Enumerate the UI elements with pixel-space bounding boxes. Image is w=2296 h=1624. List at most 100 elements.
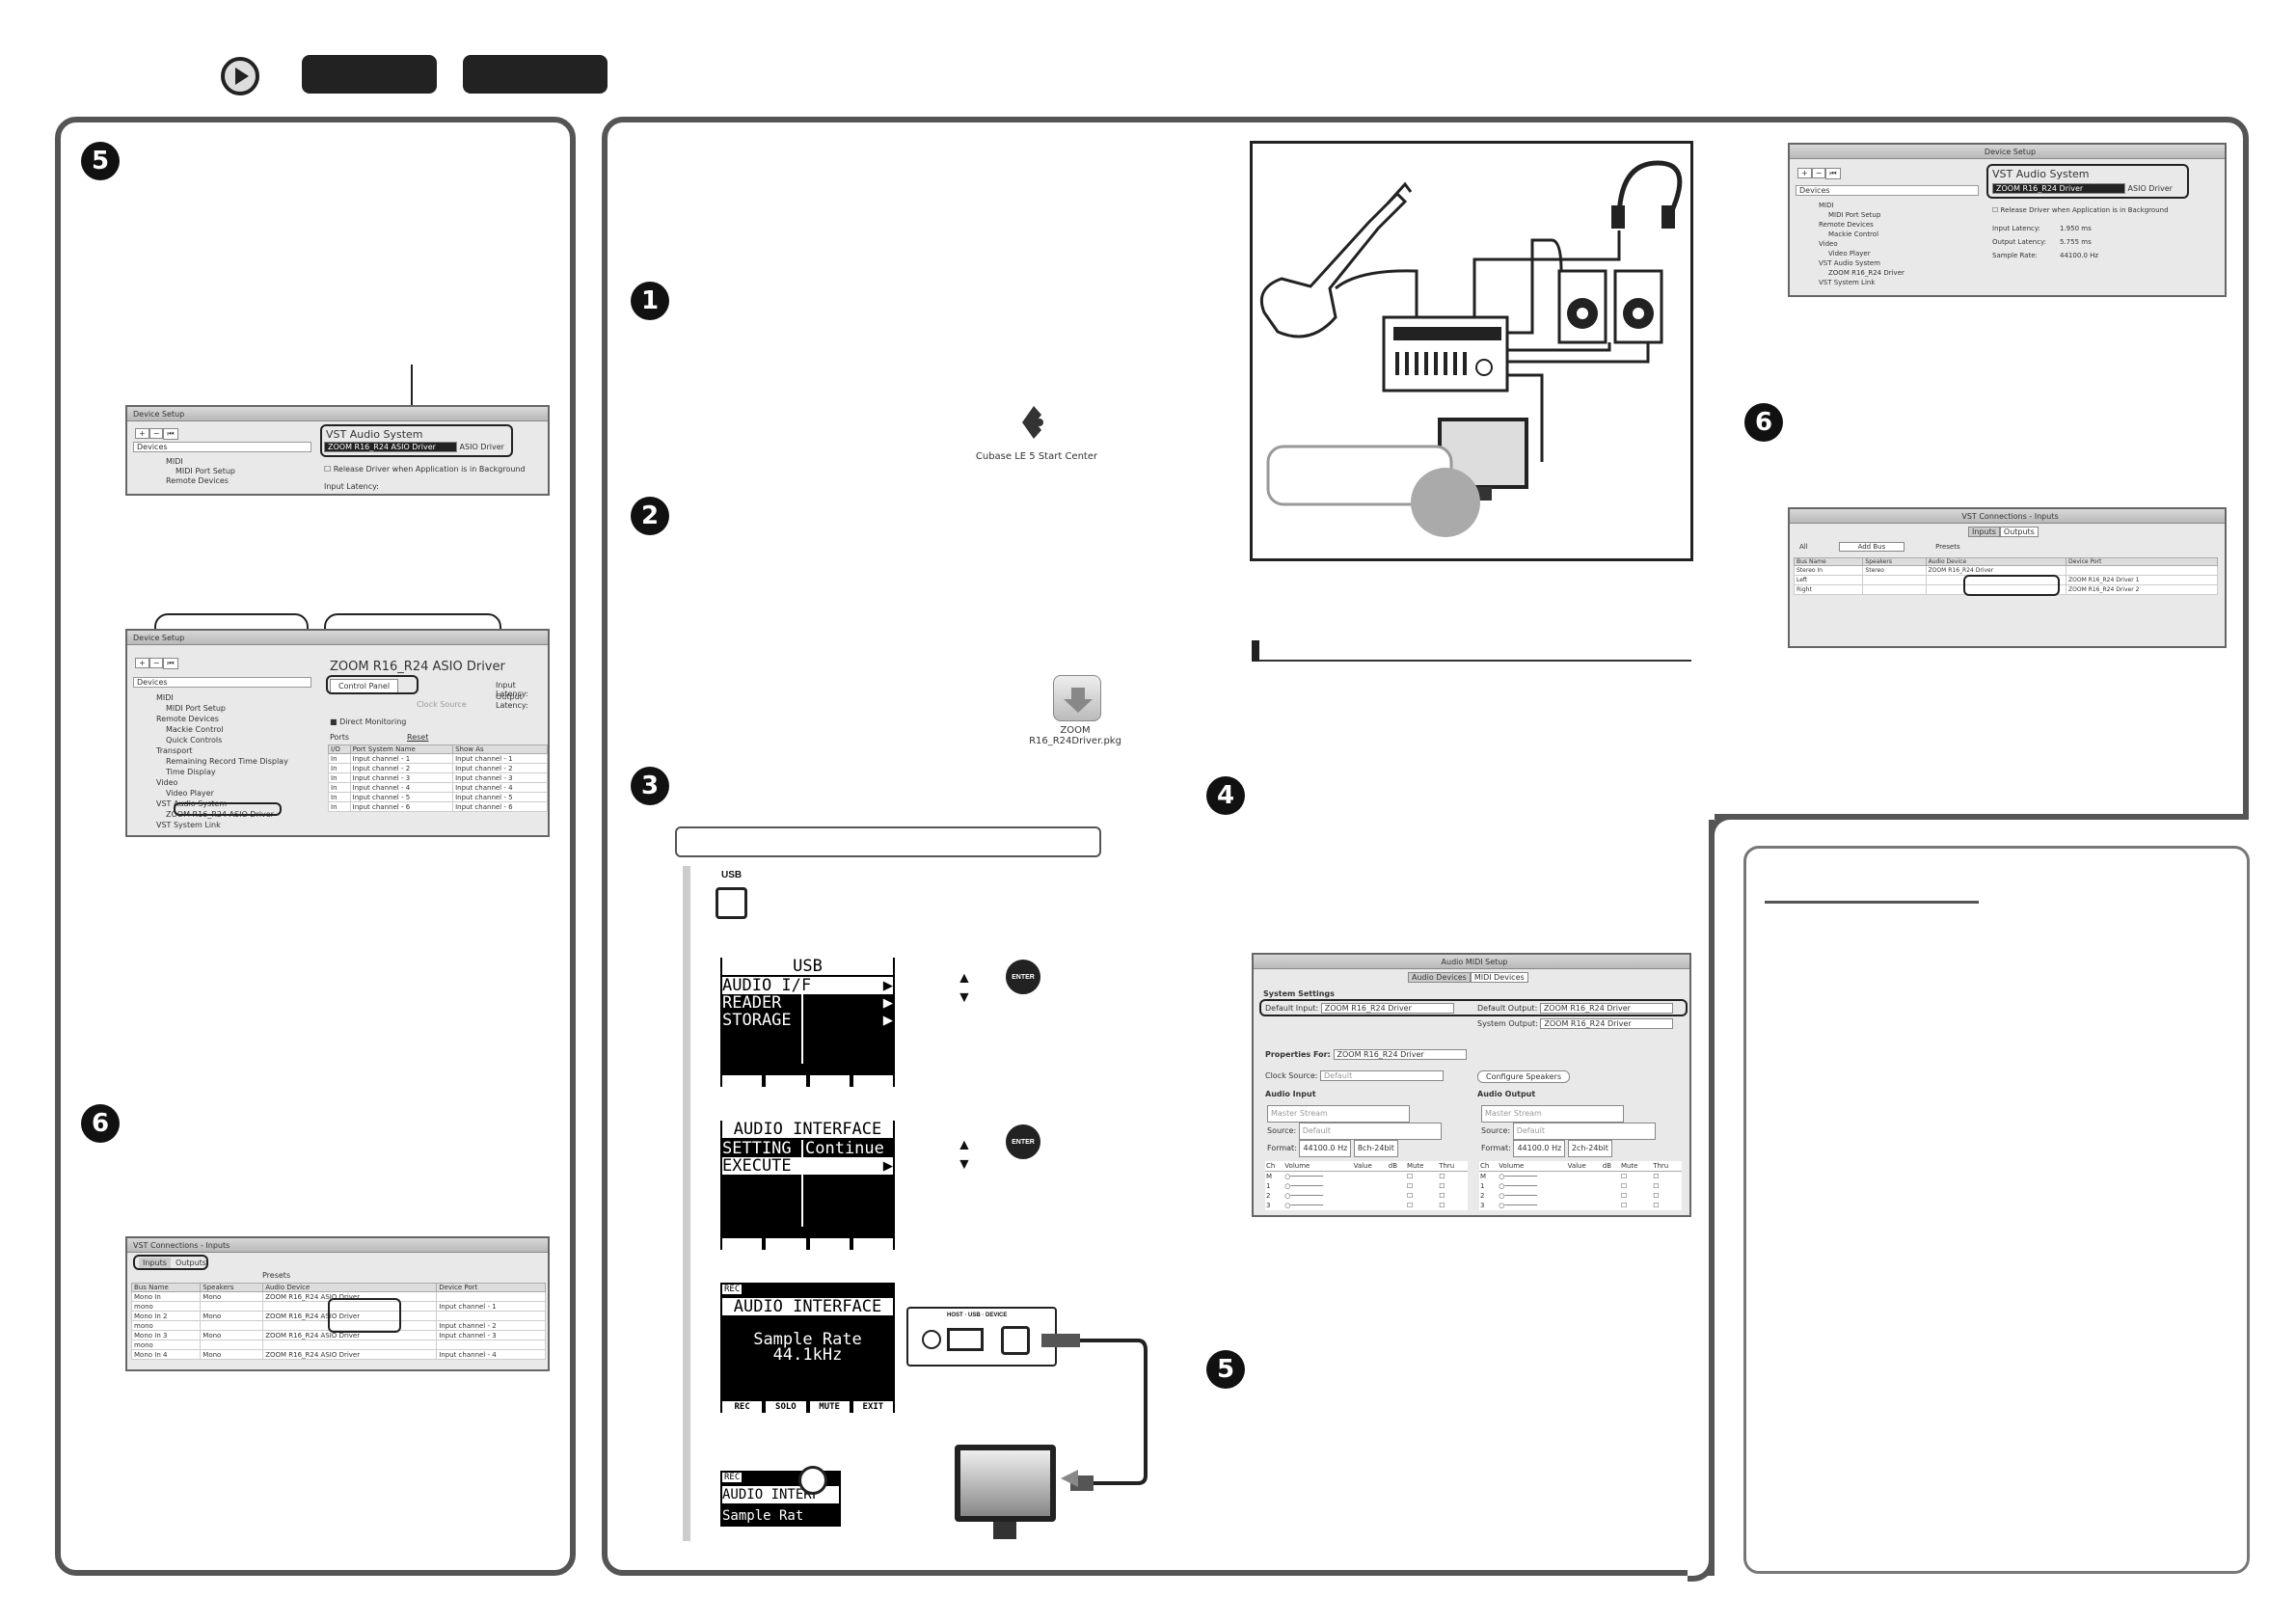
direct-monitoring[interactable]: ■ Direct Monitoring	[330, 717, 407, 726]
channel-row[interactable]: 3○────────☐☐	[1479, 1201, 1682, 1210]
tree-item[interactable]: Video	[1819, 240, 1838, 248]
channel-row[interactable]: M○────────☐☐	[1479, 1172, 1682, 1182]
header-play-button[interactable]	[221, 57, 259, 95]
tree-item[interactable]: Quick Controls	[166, 736, 223, 744]
channel-cell[interactable]: ☐	[1653, 1182, 1660, 1190]
device-tree[interactable]: MIDI MIDI Port Setup Remote Devices	[147, 457, 235, 486]
tree-item[interactable]: MIDI Port Setup	[166, 704, 227, 713]
channel-row[interactable]: 2○────────☐☐	[1265, 1191, 1468, 1201]
lcd-item[interactable]: STORAGE▶	[722, 1011, 893, 1030]
table-row[interactable]: mono	[130, 1340, 546, 1350]
usb-key[interactable]	[716, 887, 747, 919]
tree-item[interactable]: Remote Devices	[1819, 221, 1874, 229]
tree-item[interactable]: Video	[156, 778, 178, 787]
tree-item[interactable]: VST System Link	[156, 821, 221, 829]
tree-item[interactable]: MIDI Port Setup	[176, 467, 236, 475]
enter-button[interactable]: ENTER	[1006, 1124, 1040, 1159]
channel-row[interactable]: M○────────☐☐	[1265, 1172, 1468, 1182]
channel-cell[interactable]: ☐	[1406, 1182, 1414, 1190]
channel-cell[interactable]: ☐	[1406, 1173, 1414, 1180]
channel-row[interactable]: 2○────────☐☐	[1479, 1191, 1682, 1201]
up-down-arrows[interactable]: ▲▼	[957, 1137, 972, 1173]
lcd-item-selected[interactable]: EXECUTE▶	[722, 1156, 893, 1176]
toolbar-buttons[interactable]: +−⏮	[135, 428, 178, 440]
tree-item[interactable]: VST Audio System	[1819, 259, 1880, 267]
cubase-icon[interactable]	[1014, 403, 1053, 442]
tree-item[interactable]: MIDI	[166, 457, 183, 466]
channel-cell[interactable]: ☐	[1439, 1192, 1445, 1200]
channel-cell[interactable]: ☐	[1653, 1192, 1660, 1200]
channel-cell[interactable]: ☐	[1620, 1173, 1628, 1180]
system-output[interactable]: System Output: ZOOM R16_R24 Driver	[1477, 1018, 1674, 1029]
lcd-item[interactable]: READER▶	[722, 993, 893, 1013]
header-tab-2[interactable]	[463, 55, 608, 94]
channel-cell[interactable]: ☐	[1439, 1173, 1445, 1180]
enter-button[interactable]: ENTER	[1006, 960, 1040, 994]
tree-item[interactable]: VST System Link	[1819, 279, 1876, 286]
volume-slider[interactable]: ○────────	[1499, 1182, 1538, 1190]
tree-item[interactable]: Remote Devices	[156, 715, 219, 723]
tab-audio-devices[interactable]: Audio Devices	[1408, 972, 1471, 983]
release-option[interactable]: ☐ Release Driver when Application is in …	[324, 465, 526, 474]
channel-cell[interactable]: ☐	[1439, 1202, 1445, 1209]
reset-link[interactable]: Reset	[407, 733, 429, 742]
tree-item[interactable]: Remote Devices	[166, 476, 229, 485]
clock-source[interactable]: Clock Source	[417, 700, 467, 709]
driver-select[interactable]: ZOOM R16_R24 Driver ASIO Driver	[1992, 183, 2173, 194]
output-stream[interactable]: Master Stream Source: Default Format: 44…	[1481, 1105, 1656, 1157]
default-output[interactable]: Default Output: ZOOM R16_R24 Driver	[1477, 1003, 1673, 1014]
tree-item[interactable]: Mackie Control	[166, 725, 224, 734]
volume-slider[interactable]: ○────────	[1284, 1173, 1324, 1180]
volume-slider[interactable]: ○────────	[1499, 1192, 1538, 1200]
tab-inputs[interactable]: Inputs	[139, 1258, 171, 1268]
channel-cell[interactable]: ☐	[1653, 1202, 1660, 1209]
volume-slider[interactable]: ○────────	[1499, 1202, 1538, 1209]
toolbar[interactable]: All Add Bus Presets	[1799, 542, 1960, 552]
tree-item[interactable]: Video Player	[166, 789, 214, 798]
toolbar-buttons[interactable]: +−⏮	[135, 658, 178, 669]
toolbar-buttons[interactable]: +−⏮	[1797, 168, 1841, 179]
tree-item[interactable]: ZOOM R16_R24 Driver	[1828, 269, 1904, 277]
tree-item[interactable]: MIDI Port Setup	[1828, 211, 1881, 219]
tree-item[interactable]: Remaining Record Time Display	[166, 757, 288, 766]
channel-cell[interactable]: ☐	[1439, 1182, 1445, 1190]
input-stream[interactable]: Master Stream Source: Default Format: 44…	[1267, 1105, 1442, 1157]
tree-item[interactable]: Video Player	[1828, 250, 1871, 257]
channel-row[interactable]: 3○────────☐☐	[1265, 1201, 1468, 1210]
tab-midi-devices[interactable]: MIDI Devices	[1470, 972, 1528, 983]
up-down-arrows[interactable]: ▲▼	[957, 970, 972, 1006]
volume-slider[interactable]: ○────────	[1499, 1173, 1538, 1180]
channel-cell[interactable]: ☐	[1406, 1202, 1414, 1209]
tree-item[interactable]: Time Display	[166, 768, 216, 776]
driver-select[interactable]: ZOOM R16_R24 ASIO Driver ASIO Driver	[324, 442, 504, 452]
volume-slider[interactable]: ○────────	[1284, 1202, 1324, 1209]
tree-item[interactable]: Transport	[156, 746, 193, 755]
lcd-item-selected[interactable]: AUDIO I/F▶	[722, 976, 893, 995]
tree-item[interactable]: MIDI	[1819, 202, 1834, 209]
channel-cell[interactable]: ☐	[1620, 1202, 1628, 1209]
package-icon[interactable]	[1053, 675, 1101, 721]
tab-inputs[interactable]: Inputs	[1968, 527, 2000, 537]
volume-slider[interactable]: ○────────	[1284, 1182, 1324, 1190]
tab-outputs[interactable]: Outputs	[176, 1259, 206, 1267]
channel-row[interactable]: 1○────────☐☐	[1479, 1181, 1682, 1191]
clock-source[interactable]: Clock Source: Default	[1265, 1070, 1444, 1081]
channel-cell[interactable]: ☐	[1620, 1192, 1628, 1200]
header-tab-1[interactable]	[302, 55, 437, 94]
configure-speakers-button[interactable]: Configure Speakers	[1477, 1070, 1571, 1083]
default-input[interactable]: Default Input: ZOOM R16_R24 Driver	[1265, 1003, 1454, 1014]
tree-item[interactable]: Mackie Control	[1828, 230, 1879, 238]
volume-slider[interactable]: ○────────	[1284, 1192, 1324, 1200]
channel-row[interactable]: 1○────────☐☐	[1265, 1181, 1468, 1191]
channel-cell[interactable]: ☐	[1653, 1173, 1660, 1180]
